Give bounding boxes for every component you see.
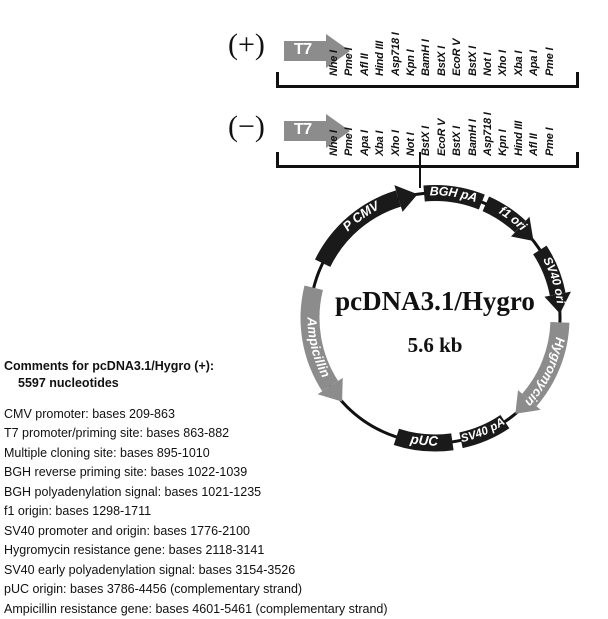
feature-body [300, 285, 339, 392]
plasmid-feature-sv40-pa: SV40 pA [459, 414, 510, 449]
comment-line: Hygromycin resistance gene: bases 2118-3… [4, 543, 265, 558]
plasmid-feature-puc: pUC [393, 428, 454, 452]
feature-body [393, 428, 454, 452]
restriction-site-label: Hind III [512, 120, 525, 156]
feature-arrowhead [394, 185, 418, 212]
mcs-bracket-bar [276, 85, 579, 88]
comments-block: Comments for pcDNA3.1/Hygro (+): 5597 nu… [4, 358, 434, 619]
t7-promoter-label-plus: T7 [294, 41, 312, 58]
comments-subheading: 5597 nucleotides [18, 375, 119, 390]
feature-arrowhead [511, 216, 534, 242]
restriction-site-label: Asp718 I [389, 32, 402, 76]
mcs-bracket-tick-right [576, 152, 579, 168]
feature-arrowhead [544, 291, 571, 314]
mcs-bracket-tick-left [276, 72, 279, 88]
mcs-bracket-bar [276, 165, 579, 168]
restriction-site-label: Hind III [374, 40, 387, 76]
comment-line: SV40 promoter and origin: bases 1776-210… [4, 523, 250, 538]
plasmid-feature-f1-ori: f1 ori [482, 196, 534, 242]
feature-body [482, 196, 526, 233]
comment-line: T7 promoter/priming site: bases 863-882 [4, 426, 230, 441]
restriction-site-label: EcoR V [451, 38, 464, 76]
comment-line: BGH polyadenylation signal: bases 1021-1… [4, 484, 262, 499]
strand-sign-plus: (+) [228, 28, 265, 61]
feature-body [315, 190, 401, 267]
restriction-site-label: BamH I [466, 119, 479, 156]
mcs-bracket-tick-right [576, 72, 579, 88]
comment-line: pUC origin: bases 3786-4456 (complementa… [4, 582, 303, 597]
plasmid-size: 5.6 kb [407, 333, 463, 357]
comment-line: CMV promoter: bases 209-863 [4, 406, 175, 421]
mcs-bracket-minus [276, 152, 579, 168]
comments-heading: Comments for pcDNA3.1/Hygro (+): [4, 359, 215, 373]
comment-line: Multiple cloning site: bases 895-1010 [4, 445, 210, 460]
t7-promoter-arrow-plus: T7 [284, 34, 350, 68]
restriction-site-label: EcoR V [435, 118, 448, 156]
t7-promoter-arrow-minus: T7 [284, 114, 350, 148]
strand-sign-minus: (−) [228, 110, 265, 143]
plasmid-name: pcDNA3.1/Hygro [335, 286, 535, 316]
comment-line: Ampicillin resistance gene: bases 4601-5… [4, 601, 388, 616]
mcs-bracket-plus [276, 72, 579, 88]
t7-arrow-shape [284, 114, 350, 148]
plasmid-feature-p-cmv: P CMV [315, 185, 418, 267]
mcs-to-plasmid-connector-line [419, 152, 421, 188]
feature-arrowhead [317, 377, 343, 402]
comment-line: BGH reverse priming site: bases 1022-103… [4, 465, 248, 480]
restriction-site-label: Asp718 I [482, 112, 494, 156]
comments-list: CMV promoter: bases 209-863 T7 promoter/p… [4, 405, 434, 619]
plasmid-feature-bgh-pa: BGH pA [423, 184, 485, 210]
feature-body [533, 245, 566, 296]
feature-body [423, 185, 485, 210]
comment-line: SV40 early polyadenylation signal: bases… [4, 562, 296, 577]
t7-arrow-shape [284, 34, 350, 68]
restriction-site-label: BamH I [420, 39, 433, 76]
feature-label: pUC [408, 431, 438, 448]
t7-promoter-label-minus: T7 [294, 121, 312, 138]
feature-body [522, 322, 570, 407]
feature-body [459, 414, 510, 449]
comment-line: f1 origin: bases 1298-1711 [4, 504, 152, 519]
feature-arrowhead [515, 390, 541, 414]
mcs-bracket-tick-left [276, 152, 279, 168]
